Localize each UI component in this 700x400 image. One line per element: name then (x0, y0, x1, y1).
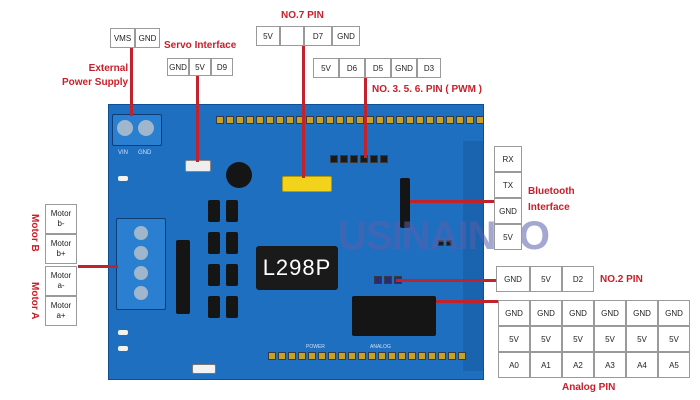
bt-pin-5v: 5V (494, 224, 522, 250)
power-header-bottom (268, 352, 466, 360)
motor-terminal-screw (134, 286, 148, 300)
analog-silk-label: ANALOG (370, 344, 391, 350)
analog-5v-0: 5V (498, 326, 530, 352)
analog-5v-3: 5V (594, 326, 626, 352)
pwm-line (364, 76, 367, 158)
motor-shield-board (108, 104, 484, 380)
no2-pin-d2: D2 (562, 266, 594, 292)
l298p-chip: L298P (256, 246, 338, 290)
no7-line (302, 46, 305, 178)
no7-header (282, 176, 332, 192)
analog-a2: A2 (562, 352, 594, 378)
terminal-gnd-label: GND (138, 150, 152, 156)
analog-title: Analog PIN (562, 382, 616, 393)
analog-a1: A1 (530, 352, 562, 378)
bluetooth-title: Bluetooth Interface (528, 186, 575, 213)
pwm-title: NO. 3. 5. 6. PIN ( PWM ) (372, 84, 483, 95)
no7-pin-d7: D7 (304, 26, 332, 46)
power-terminal-screw (138, 120, 154, 136)
motor-line (78, 265, 118, 268)
bt-pin-gnd: GND (494, 198, 522, 224)
led (118, 176, 128, 181)
bluetooth-line (410, 200, 496, 203)
diode (208, 296, 220, 318)
terminal-vin-label: VIN (118, 150, 129, 156)
analog-5v-1: 5V (530, 326, 562, 352)
analog-a0: A0 (498, 352, 530, 378)
analog-a5: A5 (658, 352, 690, 378)
no2-pin-gnd: GND (496, 266, 530, 292)
servo-line (196, 76, 199, 162)
pwm-pin-5v: 5V (313, 58, 339, 78)
servo-title: Servo Interface (164, 40, 237, 51)
analog-a3: A3 (594, 352, 626, 378)
power-title: External Power Supply (62, 63, 129, 88)
motor-terminal-screw (134, 266, 148, 280)
no7-pin-gnd: GND (332, 26, 360, 46)
motor-terminal-screw (134, 226, 148, 240)
led (118, 330, 128, 335)
power-silk-label: POWER (306, 344, 325, 350)
pwm-pin-d6: D6 (339, 58, 365, 78)
pwm-pin-gnd: GND (391, 58, 417, 78)
board-edge (463, 141, 483, 371)
pwm-pin-d5: D5 (365, 58, 391, 78)
no7-pin-5v: 5V (256, 26, 280, 46)
diode (226, 232, 238, 254)
analog-gnd-4: GND (626, 300, 658, 326)
motor-b-title: Motor B (29, 214, 40, 252)
digital-header-top (216, 116, 484, 124)
pin-gnd: GND (135, 28, 160, 48)
servo-pin-d9: D9 (211, 58, 233, 76)
analog-gnd-0: GND (498, 300, 530, 326)
no7-title: NO.7 PIN (281, 10, 324, 21)
no2-title: NO.2 PIN (600, 274, 643, 285)
pwm-pin-d3: D3 (417, 58, 441, 78)
diode (226, 264, 238, 286)
pwm-header (330, 155, 388, 163)
analog-line (436, 300, 498, 303)
diode (226, 296, 238, 318)
motor-pin-a-minus: Motor a- (45, 266, 77, 296)
motor-pin-a-plus: Motor a+ (45, 296, 77, 326)
analog-a4: A4 (626, 352, 658, 378)
diode (226, 200, 238, 222)
analog-gnd-3: GND (594, 300, 626, 326)
motor-a-title: Motor A (29, 282, 40, 320)
analog-5v-2: 5V (562, 326, 594, 352)
diode (208, 232, 220, 254)
servo-pin-5v: 5V (189, 58, 211, 76)
diode (208, 264, 220, 286)
motor-terminal-screw (134, 246, 148, 260)
led (118, 346, 128, 351)
no7-pin-empty (280, 26, 304, 46)
analog-5v-5: 5V (658, 326, 690, 352)
motor-pin-b-plus: Motor b+ (45, 234, 77, 264)
analog-header-block (352, 296, 436, 336)
analog-5v-4: 5V (626, 326, 658, 352)
bt-pin-rx: RX (494, 146, 522, 172)
analog-gnd-5: GND (658, 300, 690, 326)
reset-button (192, 364, 216, 374)
motor-pin-b-minus: Motor b- (45, 204, 77, 234)
no2-pin-5v: 5V (530, 266, 562, 292)
analog-gnd-1: GND (530, 300, 562, 326)
diode (208, 200, 220, 222)
motor-side-header (176, 240, 190, 314)
pin-vms: VMS (110, 28, 135, 48)
bluetooth-header (400, 178, 410, 228)
analog-gnd-2: GND (562, 300, 594, 326)
bt-pin-tx: TX (494, 172, 522, 198)
servo-pin-gnd: GND (167, 58, 189, 76)
power-line (130, 46, 133, 116)
buzzer (226, 162, 252, 188)
no2-line (396, 279, 496, 282)
icsp-header (438, 240, 452, 246)
power-terminal-screw (117, 120, 133, 136)
